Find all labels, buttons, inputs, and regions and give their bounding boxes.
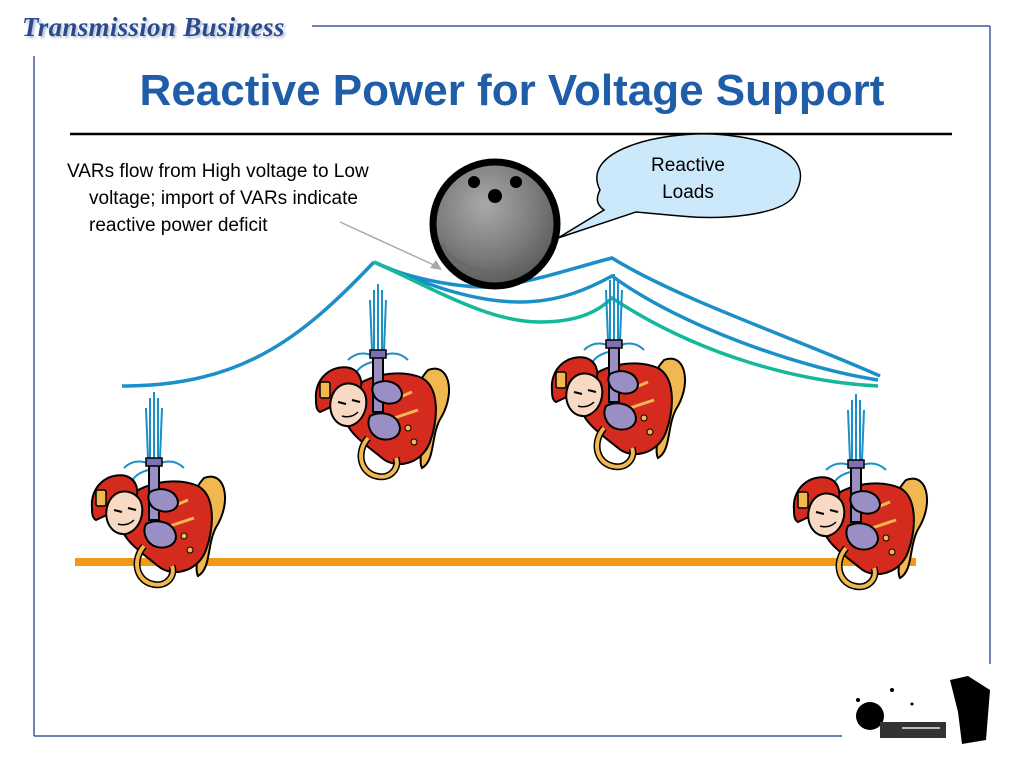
firefighter-icon xyxy=(552,274,685,467)
voltage-profile-curves xyxy=(121,256,881,388)
firefighter-icon xyxy=(92,392,225,585)
page-title: Reactive Power for Voltage Support xyxy=(139,66,885,115)
voltage-curve-lower xyxy=(373,260,879,382)
pointer-arrow xyxy=(339,221,442,270)
voltage-curve-left xyxy=(121,260,376,388)
logo-icon xyxy=(852,676,992,744)
brand-title: Transmission Business xyxy=(22,12,285,42)
bowling-ball-icon xyxy=(429,158,561,290)
firefighter-icon xyxy=(316,284,449,477)
firefighter-icon xyxy=(794,394,927,587)
reactive-loads-callout xyxy=(557,133,802,239)
callout-label: Reactive Loads xyxy=(651,155,725,203)
slide-frame xyxy=(33,25,991,737)
explanation-text: VARs flow from High voltage to Low volta… xyxy=(67,161,369,236)
voltage-curve-teal xyxy=(373,260,879,388)
voltage-curve-main xyxy=(373,256,881,378)
